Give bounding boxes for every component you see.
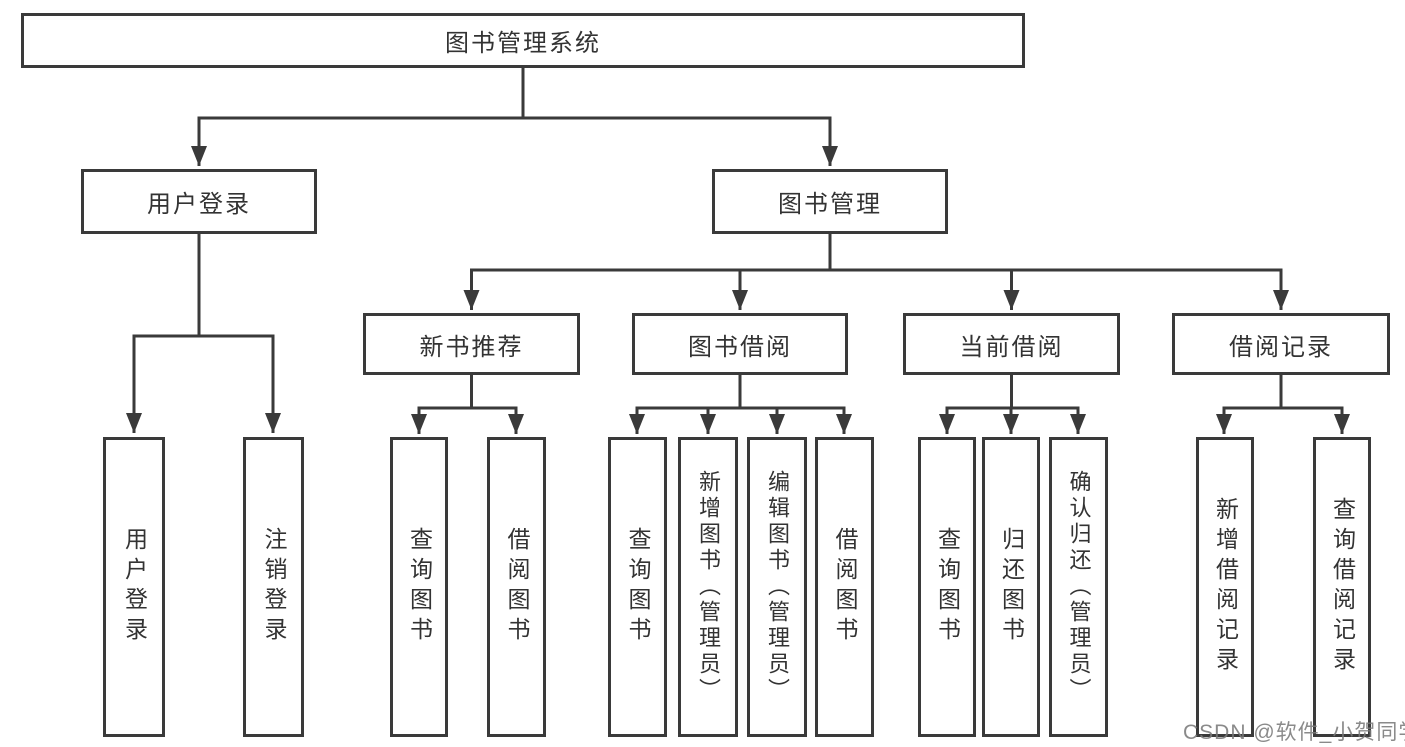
leaf-edit-book-admin: 编辑图书（管理员） (747, 437, 807, 737)
leaf-borrow-book-2-label: 借阅图书 (832, 527, 858, 647)
node-book-management-label: 图书管理 (778, 191, 882, 218)
csdn-watermark: CSDN @软件_小贺同学 (1183, 721, 1405, 744)
leaf-add-book-admin: 新增图书（管理员） (678, 437, 738, 737)
leaf-query-book-2: 查询图书 (608, 437, 667, 737)
leaf-query-book-3-label: 查询图书 (934, 527, 961, 647)
node-book-management: 图书管理 (712, 169, 948, 234)
leaf-add-borrow-record: 新增借阅记录 (1196, 437, 1254, 737)
leaf-borrow-book-1-label: 借阅图书 (504, 527, 530, 647)
leaf-query-book-3: 查询图书 (918, 437, 976, 737)
leaf-borrow-book-2: 借阅图书 (815, 437, 874, 737)
node-current-borrow-label: 当前借阅 (959, 333, 1064, 361)
leaf-confirm-return-admin-label: 确认归还（管理员） (1066, 470, 1092, 704)
leaf-user-login: 用户登录 (103, 437, 165, 737)
leaf-add-book-admin-label: 新增图书（管理员） (696, 470, 721, 704)
leaf-query-borrow-record: 查询借阅记录 (1313, 437, 1371, 737)
leaf-logout-label: 注销登录 (261, 527, 287, 647)
node-book-borrow: 图书借阅 (632, 313, 848, 375)
leaf-query-book-2-label: 查询图书 (625, 527, 651, 647)
node-book-borrow-label: 图书借阅 (688, 333, 792, 361)
node-root-system: 图书管理系统 (21, 13, 1025, 68)
leaf-add-borrow-record-label: 新增借阅记录 (1212, 497, 1239, 677)
node-new-book-recommend: 新书推荐 (363, 313, 580, 375)
node-new-book-recommend-label: 新书推荐 (419, 333, 524, 361)
leaf-query-book-1-label: 查询图书 (406, 527, 433, 647)
node-borrow-record-label: 借阅记录 (1229, 333, 1333, 361)
leaf-borrow-book-1: 借阅图书 (487, 437, 546, 737)
leaf-confirm-return-admin: 确认归还（管理员） (1049, 437, 1108, 737)
leaf-edit-book-admin-label: 编辑图书（管理员） (765, 470, 790, 704)
leaf-query-borrow-record-label: 查询借阅记录 (1329, 497, 1356, 677)
leaf-logout: 注销登录 (243, 437, 304, 737)
leaf-return-book-label: 归还图书 (998, 527, 1025, 647)
leaf-query-book-1: 查询图书 (390, 437, 448, 737)
node-user-login-label: 用户登录 (147, 191, 251, 218)
leaf-user-login-label: 用户登录 (121, 527, 148, 647)
node-current-borrow: 当前借阅 (903, 313, 1120, 375)
node-borrow-record: 借阅记录 (1172, 313, 1390, 375)
node-user-login: 用户登录 (81, 169, 317, 234)
node-root-label: 图书管理系统 (445, 30, 601, 57)
leaf-return-book: 归还图书 (982, 437, 1040, 737)
